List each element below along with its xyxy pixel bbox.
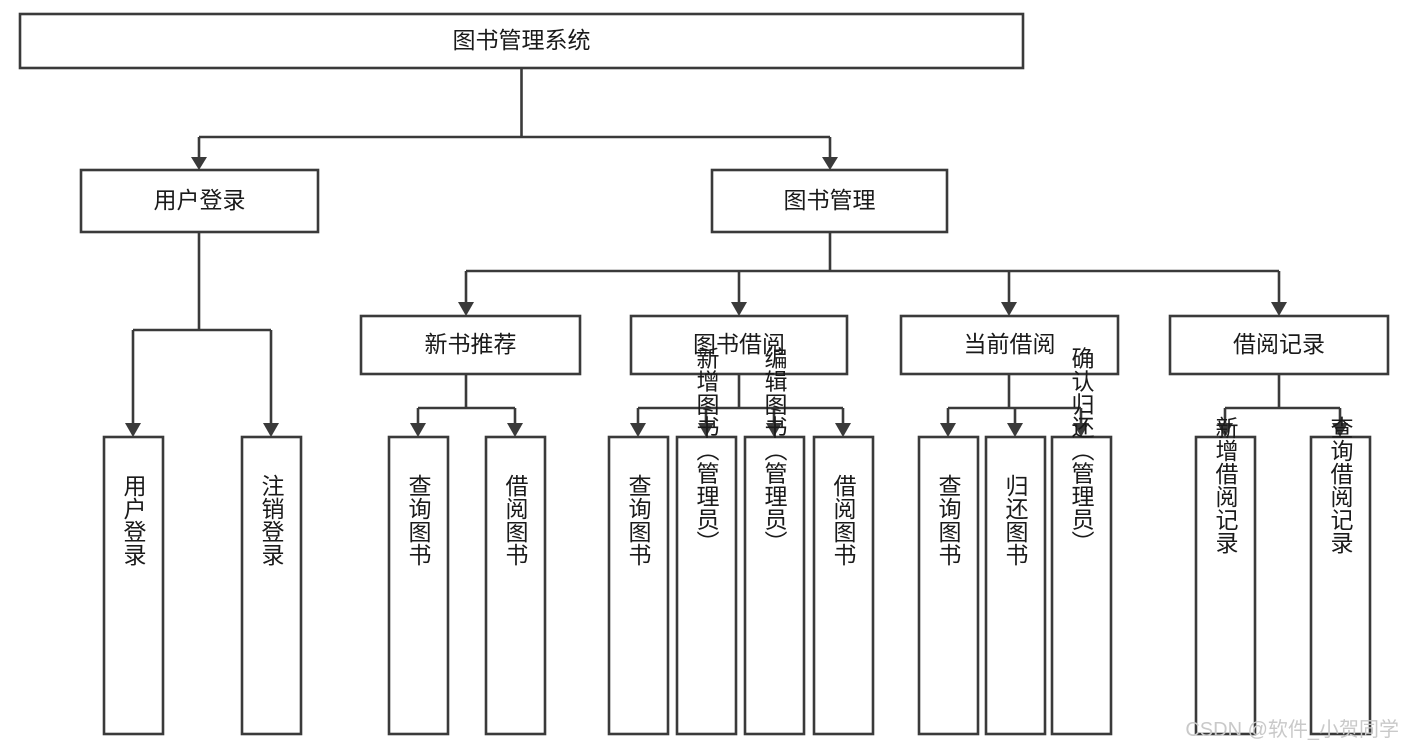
node-root-box[interactable]	[18, 12, 1025, 70]
arrow-head-book-management	[822, 157, 838, 170]
arrow-head-leaf-borrow-book-2	[835, 423, 851, 437]
leaf-query-book-2-box[interactable]	[607, 435, 670, 736]
leaf-borrow-book-2-label: 借阅图书	[830, 474, 857, 566]
arrow-head-borrow-record	[1271, 302, 1287, 316]
arrow-head-book-borrow	[731, 302, 747, 316]
leaf-query-book-2[interactable]: 查询图书	[607, 435, 670, 736]
arrow-head-leaf-user-login	[125, 423, 141, 437]
node-borrow-record-box[interactable]	[1168, 314, 1390, 376]
leaf-borrow-book-1-label: 借阅图书	[502, 474, 529, 566]
arrow-head-current-borrow	[1001, 302, 1017, 316]
leaf-add-book-box[interactable]	[675, 435, 738, 736]
leaf-user-login[interactable]: 用户登录	[102, 435, 165, 736]
leaf-query-record-label: 查询借阅记录	[1327, 416, 1354, 554]
leaf-borrow-book-2-box[interactable]	[812, 435, 875, 736]
node-root[interactable]: 图书管理系统	[18, 12, 1025, 70]
leaf-borrow-book-2[interactable]: 借阅图书	[812, 435, 875, 736]
node-borrow-record[interactable]: 借阅记录	[1168, 314, 1390, 376]
node-book-management-box[interactable]	[710, 168, 949, 234]
node-borrow-record-label: 借阅记录	[1233, 331, 1325, 357]
leaf-query-record-box[interactable]	[1309, 435, 1372, 736]
node-book-borrow[interactable]: 图书借阅	[629, 314, 849, 376]
leaf-user-login-label: 用户登录	[120, 474, 147, 566]
arrow-head-leaf-query-book-3	[940, 423, 956, 437]
arrow-head-new-book-recommend	[458, 302, 474, 316]
leaf-add-record-label: 新增借阅记录	[1212, 416, 1239, 554]
leaf-return-book-label: 归还图书	[1002, 474, 1029, 566]
arrow-head-user-login	[191, 157, 207, 170]
arrow-head-leaf-add-book	[698, 423, 714, 437]
arrow-head-leaf-confirm-return	[1073, 423, 1089, 437]
leaf-user-login-box[interactable]	[102, 435, 165, 736]
node-book-management[interactable]: 图书管理	[710, 168, 949, 234]
node-book-borrow-box[interactable]	[629, 314, 849, 376]
leaf-edit-book-box[interactable]	[743, 435, 806, 736]
leaf-user-logout-label: 注销登录	[258, 474, 285, 566]
leaf-user-logout[interactable]: 注销登录	[240, 435, 303, 736]
arrow-head-leaf-query-book-1	[410, 423, 426, 437]
node-new-book-recommend-label: 新书推荐	[425, 331, 517, 357]
node-root-label: 图书管理系统	[453, 27, 591, 53]
leaf-query-book-2-label: 查询图书	[625, 474, 652, 566]
leaf-borrow-book-1[interactable]: 借阅图书	[484, 435, 547, 736]
leaf-borrow-book-1-box[interactable]	[484, 435, 547, 736]
node-current-borrow-box[interactable]	[899, 314, 1120, 376]
node-user-login[interactable]: 用户登录	[79, 168, 320, 234]
leaf-add-record-box[interactable]	[1194, 435, 1257, 736]
leaf-query-book-3-box[interactable]	[917, 435, 980, 736]
leaf-confirm-return-label: 确认归还（管理员）	[1068, 347, 1095, 554]
leaf-user-logout-box[interactable]	[240, 435, 303, 736]
node-user-login-label: 用户登录	[154, 187, 246, 213]
leaf-query-record[interactable]: 查询借阅记录	[1309, 416, 1372, 736]
leaf-add-book[interactable]: 新增图书（管理员）	[675, 347, 738, 736]
node-user-login-box[interactable]	[79, 168, 320, 234]
arrow-head-leaf-user-logout	[263, 423, 279, 437]
leaf-query-book-3[interactable]: 查询图书	[917, 435, 980, 736]
node-book-management-label: 图书管理	[784, 187, 876, 213]
leaf-query-book-1-box[interactable]	[387, 435, 450, 736]
node-current-borrow-label: 当前借阅	[964, 331, 1056, 357]
arrow-head-leaf-query-book-2	[630, 423, 646, 437]
node-current-borrow[interactable]: 当前借阅	[899, 314, 1120, 376]
leaf-query-book-3-label: 查询图书	[935, 474, 962, 566]
leaf-return-book-box[interactable]	[984, 435, 1047, 736]
csdn-watermark: CSDN @软件_小贺同学	[1185, 718, 1399, 741]
arrow-head-leaf-return-book	[1007, 423, 1023, 437]
arrow-head-leaf-add-record	[1217, 423, 1233, 437]
node-new-book-recommend-box[interactable]	[359, 314, 582, 376]
arrow-head-leaf-edit-book	[766, 423, 782, 437]
node-book-borrow-label: 图书借阅	[693, 331, 785, 357]
connector-group	[125, 68, 1348, 437]
leaf-query-book-1-label: 查询图书	[405, 474, 432, 566]
leaf-edit-book[interactable]: 编辑图书（管理员）	[743, 347, 806, 736]
leaf-edit-book-label: 编辑图书（管理员）	[761, 347, 788, 554]
arrow-head-leaf-query-record	[1332, 423, 1348, 437]
leaf-add-book-label: 新增图书（管理员）	[693, 347, 720, 554]
leaf-confirm-return[interactable]: 确认归还（管理员）	[1050, 347, 1113, 736]
node-new-book-recommend[interactable]: 新书推荐	[359, 314, 582, 376]
leaf-query-book-1[interactable]: 查询图书	[387, 435, 450, 736]
leaf-add-record[interactable]: 新增借阅记录	[1194, 416, 1257, 736]
leaf-confirm-return-box[interactable]	[1050, 435, 1113, 736]
arrow-head-leaf-borrow-book-1	[507, 423, 523, 437]
leaf-return-book[interactable]: 归还图书	[984, 435, 1047, 736]
